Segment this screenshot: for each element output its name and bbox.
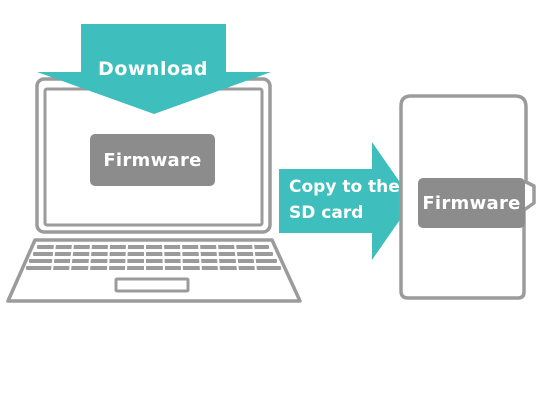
laptop-touchpad	[114, 277, 190, 293]
download-arrow	[37, 24, 271, 114]
laptop-firmware-box: Firmware	[90, 134, 215, 186]
sd-firmware-box: Firmware	[418, 178, 525, 228]
download-label: Download	[98, 58, 208, 80]
copy-to-sd-label: Copy to the SD card	[289, 177, 400, 223]
copy-arrow	[279, 142, 413, 260]
laptop-key-gaps	[51, 243, 257, 272]
